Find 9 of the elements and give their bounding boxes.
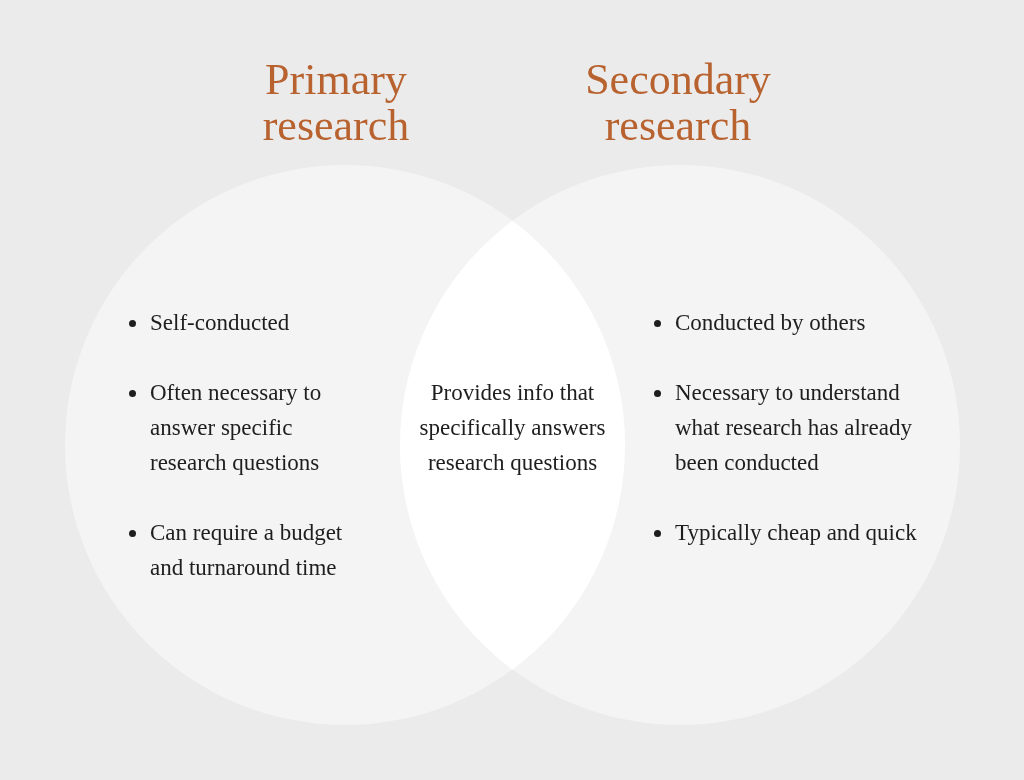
venn-heading: Secondary research	[584, 57, 772, 149]
bullet-item: Can require a budget and turnaround time	[150, 519, 344, 582]
bullet-item: Necessary to understand what research has already been conducted	[675, 379, 913, 477]
bullet-item: Self-conducted	[150, 309, 291, 337]
venn-heading: Primary research	[261, 57, 411, 149]
bullet-item: Typically cheap and quick	[675, 519, 917, 547]
bullet-item: Often necessary to answer specific research questions	[150, 379, 323, 477]
overlap-text: Provides info that specifically answers research questions	[418, 379, 607, 477]
bullet-item: Conducted by others	[675, 309, 867, 337]
